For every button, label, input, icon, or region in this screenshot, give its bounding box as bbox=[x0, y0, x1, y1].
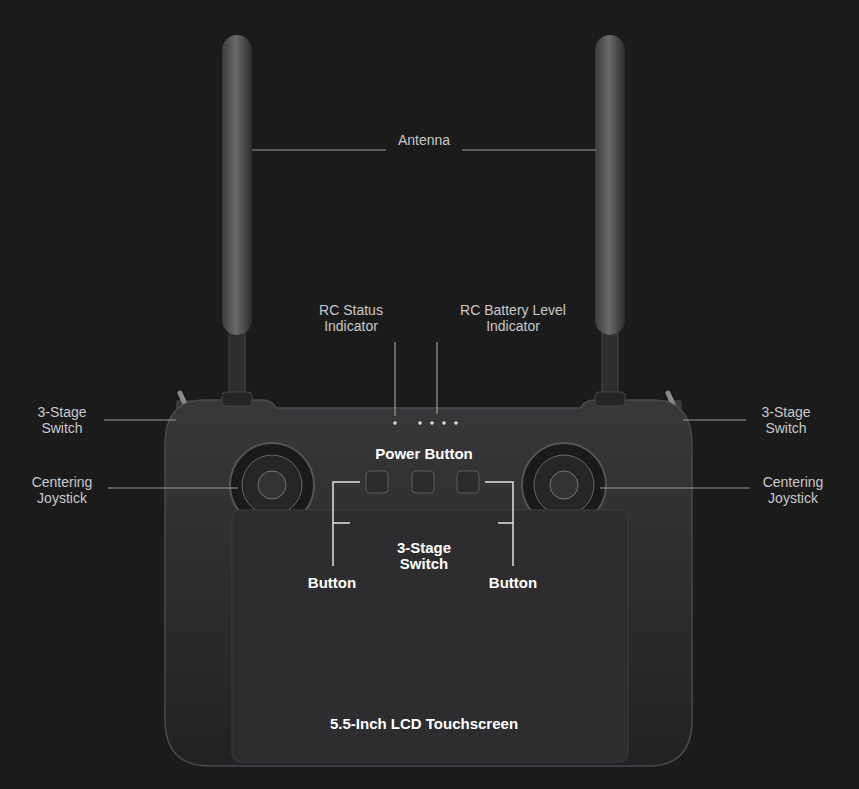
part-label: Antenna bbox=[379, 132, 469, 148]
leader-line bbox=[104, 419, 176, 420]
leader-line bbox=[108, 487, 238, 488]
part-label: 3-Stage Switch bbox=[386, 540, 462, 572]
leader-lines bbox=[104, 150, 750, 488]
part-label: RC Battery Level Indicator bbox=[443, 302, 583, 334]
part-label: 3-Stage Switch bbox=[746, 404, 826, 436]
joystick-top bbox=[550, 471, 578, 499]
leader-line bbox=[462, 149, 596, 150]
button bbox=[457, 471, 479, 493]
leader-line bbox=[394, 342, 395, 416]
part-label: Centering Joystick bbox=[748, 474, 838, 506]
part-label: Power Button bbox=[359, 446, 489, 462]
leader-line bbox=[683, 419, 746, 420]
toggle-lever bbox=[180, 393, 185, 404]
joystick-top bbox=[258, 471, 286, 499]
power-button bbox=[412, 471, 434, 493]
antenna-base bbox=[222, 392, 252, 406]
leader-line bbox=[600, 487, 750, 488]
controller-body bbox=[165, 400, 692, 766]
touchscreen bbox=[232, 510, 628, 762]
bracket bbox=[485, 482, 513, 566]
bracket bbox=[333, 522, 350, 524]
battery-led bbox=[442, 421, 446, 425]
bracket bbox=[498, 522, 513, 524]
part-label: 3-Stage Switch bbox=[22, 404, 102, 436]
status-led bbox=[393, 421, 397, 425]
part-label: Button bbox=[473, 575, 553, 591]
leader-line bbox=[436, 342, 437, 414]
bracket bbox=[333, 482, 360, 566]
antenna-base bbox=[595, 392, 625, 406]
battery-led bbox=[418, 421, 422, 425]
part-label: RC Status Indicator bbox=[311, 302, 391, 334]
part-label: Centering Joystick bbox=[17, 474, 107, 506]
antenna bbox=[595, 35, 625, 335]
leader-line bbox=[252, 149, 386, 150]
battery-led bbox=[430, 421, 434, 425]
screen-label: 5.5-Inch LCD Touchscreen bbox=[274, 716, 574, 732]
antenna bbox=[222, 35, 252, 335]
part-label: Button bbox=[292, 575, 372, 591]
joystick-cap bbox=[534, 455, 594, 515]
joystick-cap bbox=[242, 455, 302, 515]
battery-led bbox=[454, 421, 458, 425]
button bbox=[366, 471, 388, 493]
